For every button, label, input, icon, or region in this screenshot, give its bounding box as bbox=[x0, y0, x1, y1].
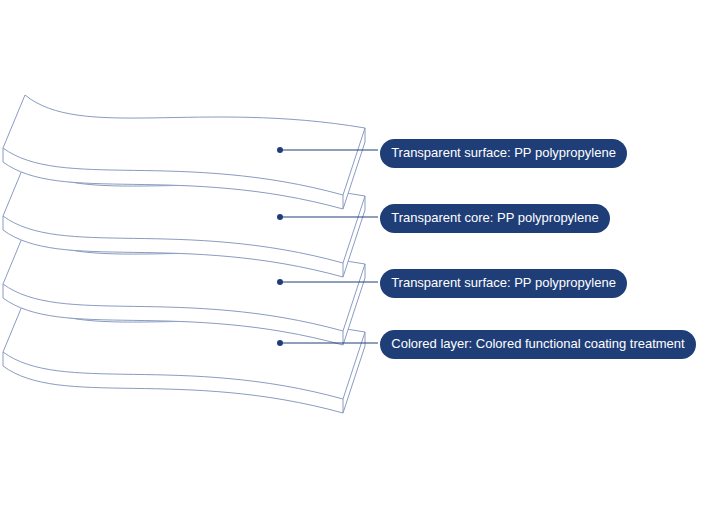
leader-dot bbox=[277, 214, 283, 220]
leader-dot bbox=[277, 279, 283, 285]
label-pill: Transparent surface: PP polypropylene bbox=[380, 269, 627, 298]
label-pill: Colored layer: Colored functional coatin… bbox=[380, 330, 696, 359]
surface-layer bbox=[3, 95, 365, 209]
leader-line bbox=[280, 282, 378, 283]
label-text: Colored layer: Colored functional coatin… bbox=[391, 336, 684, 352]
label-pill: Transparent surface: PP polypropylene bbox=[380, 139, 627, 168]
label-text: Transparent core: PP polypropylene bbox=[391, 210, 598, 226]
label-text: Transparent surface: PP polypropylene bbox=[391, 145, 616, 161]
leader-dot bbox=[277, 340, 283, 346]
label-pill: Transparent core: PP polypropylene bbox=[380, 204, 610, 233]
leader-line bbox=[280, 343, 378, 344]
leader-line bbox=[280, 217, 378, 218]
label-text: Transparent surface: PP polypropylene bbox=[391, 275, 616, 291]
leader-line bbox=[280, 150, 378, 151]
leader-dot bbox=[277, 147, 283, 153]
